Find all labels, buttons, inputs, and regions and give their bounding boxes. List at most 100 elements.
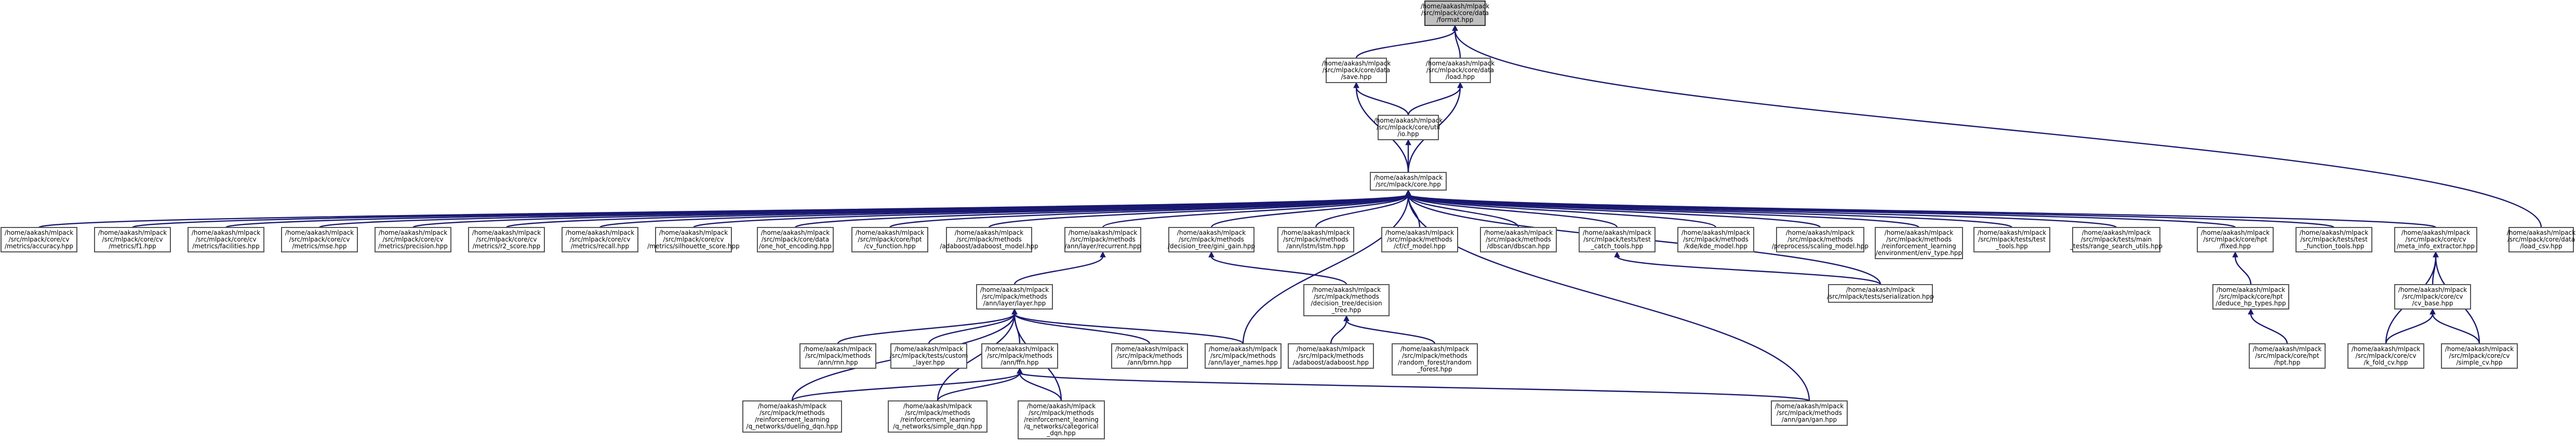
node-brnn[interactable]: /home/aakash/mlpack/src/mlpack/methods/a… — [1111, 343, 1188, 369]
node-box — [1381, 227, 1458, 252]
node-label-line: /ann/layer/recurrent.hpp — [1065, 243, 1141, 250]
node-gan[interactable]: /home/aakash/mlpack/src/mlpack/methods/a… — [1771, 400, 1848, 426]
node-fixed[interactable]: /home/aakash/mlpack/src/mlpack/core/hpt/… — [2197, 227, 2274, 252]
node-serialization[interactable]: /home/aakash/mlpack/src/mlpack/tests/ser… — [1827, 284, 1934, 303]
node-duelingdqn[interactable]: /home/aakash/mlpack/src/mlpack/methods/r… — [742, 400, 842, 433]
node-box — [742, 400, 842, 433]
node-precision[interactable]: /home/aakash/mlpack/src/mlpack/core/cv/m… — [375, 227, 451, 252]
node-label-line: /home/aakash/mlpack — [2082, 229, 2151, 236]
node-recall[interactable]: /home/aakash/mlpack/src/mlpack/core/cv/m… — [562, 227, 638, 252]
node-simpledqn[interactable]: /home/aakash/mlpack/src/mlpack/methods/r… — [888, 400, 987, 433]
node-gini[interactable]: /home/aakash/mlpack/src/mlpack/methods/d… — [1168, 227, 1255, 252]
edge-deduce-to-fixed — [2234, 256, 2252, 285]
node-label-line: /home/aakash/mlpack — [1978, 229, 2046, 236]
node-box — [2394, 227, 2477, 252]
node-dtree[interactable]: /home/aakash/mlpack/src/mlpack/methods/d… — [1303, 284, 1390, 316]
node-label-line: /src/mlpack/core/data — [1323, 66, 1390, 74]
node-cvfunction[interactable]: /home/aakash/mlpack/src/mlpack/core/hpt/… — [851, 227, 928, 252]
node-metainfo[interactable]: /home/aakash/mlpack/src/mlpack/core/cv/m… — [2394, 227, 2477, 252]
node-label-line: /home/aakash/mlpack — [955, 229, 1023, 236]
node-loadcsv[interactable]: /home/aakash/mlpack/src/mlpack/core/data… — [2507, 227, 2575, 252]
node-label-line: /metrics/recall.hpp — [571, 243, 629, 250]
node-label-line: /home/aakash/mlpack — [1374, 174, 1443, 181]
node-label-line: /src/mlpack/core/data — [2507, 236, 2575, 243]
edge-categoricaldqn-to-ffn — [1019, 372, 1062, 401]
edge-gini-to-core — [1210, 194, 1409, 228]
node-label-line: /reinforcement_learning — [755, 416, 830, 423]
node-label-line: /home/aakash/mlpack — [1322, 60, 1391, 67]
node-ffn[interactable]: /home/aakash/mlpack/src/mlpack/methods/a… — [981, 343, 1058, 369]
edge-adaboost-to-dtree — [1330, 320, 1347, 344]
node-catch[interactable]: /home/aakash/mlpack/src/mlpack/tests/tes… — [1579, 227, 1656, 252]
node-testtools[interactable]: /home/aakash/mlpack/src/mlpack/tests/tes… — [1973, 227, 2050, 252]
node-adaboostmodel[interactable]: /home/aakash/mlpack/src/mlpack/methods/a… — [940, 227, 1038, 252]
node-label-line: /home/aakash/mlpack — [2401, 229, 2470, 236]
node-label-line: /src/mlpack/core/cv — [2403, 293, 2463, 300]
node-randomforest[interactable]: /home/aakash/mlpack/src/mlpack/methods/r… — [1392, 343, 1478, 375]
node-label-line: /ann/rnn.hpp — [818, 359, 858, 366]
node-categoricaldqn[interactable]: /home/aakash/mlpack/src/mlpack/methods/r… — [1018, 400, 1105, 439]
node-box — [799, 343, 876, 369]
node-box — [1828, 284, 1933, 303]
node-label-line: /format.hpp — [1437, 16, 1474, 23]
node-label-line: /src/mlpack/methods — [759, 409, 825, 417]
node-mse[interactable]: /home/aakash/mlpack/src/mlpack/core/cv/m… — [281, 227, 358, 252]
node-label-line: _dqn.hpp — [1046, 429, 1076, 437]
node-label-line: /home/aakash/mlpack — [472, 229, 541, 236]
node-onehot[interactable]: /home/aakash/mlpack/src/mlpack/core/data… — [757, 227, 834, 252]
node-kde[interactable]: /home/aakash/mlpack/src/mlpack/methods/k… — [1677, 227, 1754, 252]
node-scaling[interactable]: /home/aakash/mlpack/src/mlpack/methods/p… — [1772, 227, 1868, 252]
node-label-line: /adaboost/adaboost_model.hpp — [940, 243, 1038, 250]
node-label-line: /home/aakash/mlpack — [980, 286, 1049, 293]
node-label-line: /meta_info_extractor.hpp — [2397, 243, 2475, 250]
edge-adaboostmodel-to-core — [988, 194, 1409, 229]
node-simplecv[interactable]: /home/aakash/mlpack/src/mlpack/core/cv/s… — [2441, 343, 2518, 369]
node-box — [976, 284, 1053, 310]
node-load[interactable]: /home/aakash/mlpack/src/mlpack/core/data… — [1426, 58, 1494, 83]
node-label-line: /src/mlpack/core/hpt — [858, 236, 922, 243]
node-hpt[interactable]: /home/aakash/mlpack/src/mlpack/core/hpt/… — [2249, 343, 2326, 369]
node-rangesearch[interactable]: /home/aakash/mlpack/src/mlpack/tests/mai… — [2070, 227, 2163, 252]
node-cvbase[interactable]: /home/aakash/mlpack/src/mlpack/core/cv/c… — [2394, 284, 2471, 310]
node-label-line: /simple_cv.hpp — [2456, 359, 2502, 366]
node-r2[interactable]: /home/aakash/mlpack/src/mlpack/core/cv/m… — [468, 227, 545, 252]
node-box — [1018, 400, 1105, 439]
node-kfold[interactable]: /home/aakash/mlpack/src/mlpack/core/cv/k… — [2347, 343, 2424, 369]
node-testfunction[interactable]: /home/aakash/mlpack/src/mlpack/tests/tes… — [2295, 227, 2372, 252]
node-rnn[interactable]: /home/aakash/mlpack/src/mlpack/methods/a… — [799, 343, 876, 369]
edge-f1-to-core — [131, 194, 1409, 229]
node-core[interactable]: /home/aakash/mlpack/src/mlpack/core.hpp — [1370, 172, 1447, 191]
node-customlayer[interactable]: /home/aakash/mlpack/src/mlpack/tests/cus… — [890, 343, 968, 369]
node-label-line: /q_networks/categorical — [1024, 423, 1098, 430]
edge-kfold-to-cvbase — [2385, 313, 2434, 344]
node-accuracy[interactable]: /home/aakash/mlpack/src/mlpack/core/cv/m… — [1, 227, 77, 252]
node-save[interactable]: /home/aakash/mlpack/src/mlpack/core/data… — [1322, 58, 1391, 83]
node-layernames[interactable]: /home/aakash/mlpack/src/mlpack/methods/a… — [1205, 343, 1282, 369]
node-recurrent[interactable]: /home/aakash/mlpack/src/mlpack/methods/a… — [1064, 227, 1141, 252]
node-cf[interactable]: /home/aakash/mlpack/src/mlpack/methods/c… — [1381, 227, 1458, 252]
node-label-line: /src/mlpack/methods — [905, 409, 970, 417]
edge-duelingdqn-to-ffn — [791, 372, 1021, 402]
edge-simpledqn-to-layer — [937, 313, 1016, 401]
node-lstm[interactable]: /home/aakash/mlpack/src/mlpack/methods/a… — [1277, 227, 1354, 252]
node-label-line: /src/mlpack/methods — [1070, 236, 1136, 243]
node-label-line: /src/mlpack/core/cv — [663, 236, 724, 243]
arrowhead-dtree-to-gini — [1208, 251, 1214, 258]
node-label-line: /home/aakash/mlpack — [1846, 286, 1915, 293]
node-deduce[interactable]: /home/aakash/mlpack/src/mlpack/core/hpt/… — [2212, 284, 2289, 310]
node-rlenv[interactable]: /home/aakash/mlpack/src/mlpack/methods/r… — [1875, 227, 1963, 259]
node-label-line: /ann/layer/layer.hpp — [983, 300, 1046, 307]
node-label-line: /src/mlpack/methods — [805, 352, 871, 359]
node-format[interactable]: /home/aakash/mlpack/src/mlpack/core/data… — [1421, 1, 1489, 26]
node-adaboost[interactable]: /home/aakash/mlpack/src/mlpack/methods/a… — [1288, 343, 1374, 369]
node-label-line: /metrics/silhouette_score.hpp — [647, 243, 740, 250]
node-dbscan[interactable]: /home/aakash/mlpack/src/mlpack/methods/d… — [1480, 227, 1557, 252]
node-f1[interactable]: /home/aakash/mlpack/src/mlpack/core/cv/m… — [94, 227, 171, 252]
arrowhead-simplecv-to-cvbase — [2430, 308, 2436, 315]
node-layer[interactable]: /home/aakash/mlpack/src/mlpack/methods/a… — [976, 284, 1053, 310]
edge-simplecv-to-cvbase — [2432, 313, 2480, 344]
node-box — [851, 227, 928, 252]
node-io[interactable]: /home/aakash/mlpack/src/mlpack/core/util… — [1374, 115, 1443, 140]
node-silhouette[interactable]: /home/aakash/mlpack/src/mlpack/core/cv/m… — [647, 227, 740, 252]
node-facilities[interactable]: /home/aakash/mlpack/src/mlpack/core/cv/m… — [188, 227, 264, 252]
